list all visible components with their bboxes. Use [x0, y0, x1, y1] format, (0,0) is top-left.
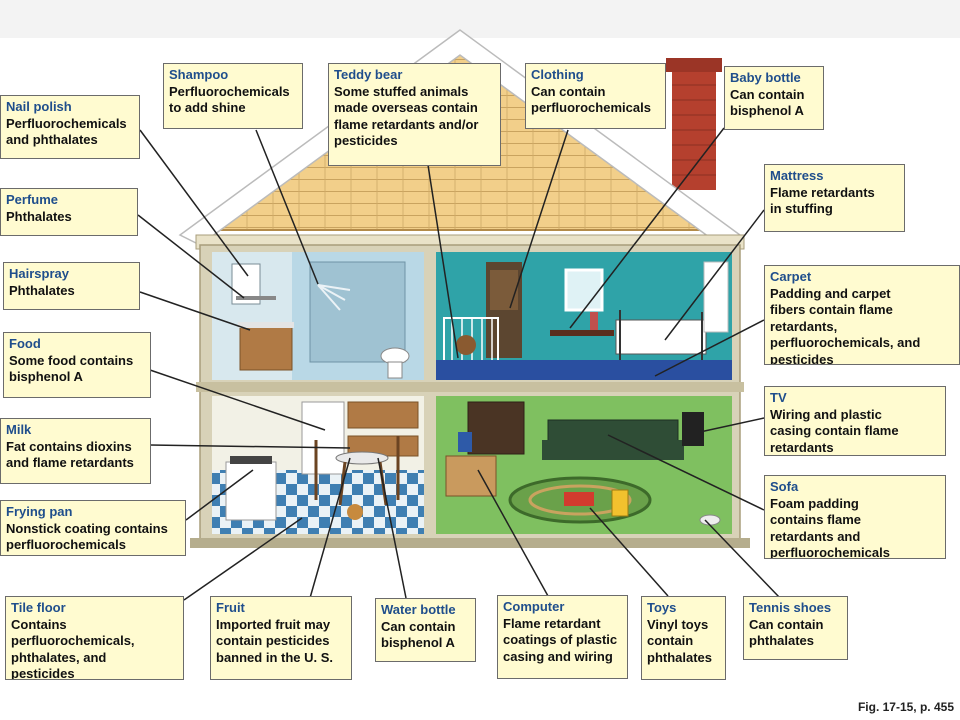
callout-shampoo-title: Shampoo: [169, 67, 229, 82]
callout-frying-pan-title: Frying pan: [6, 504, 73, 519]
callout-nail-polish-title: Nail polish: [6, 99, 72, 114]
callout-food-title: Food: [9, 336, 41, 351]
callout-tile-floor-title: Tile floor: [11, 600, 66, 615]
callout-tv: TV Wiring and plastic casing contain fla…: [764, 386, 946, 456]
callout-water-bottle-text: Can contain bisphenol A: [381, 618, 456, 651]
callout-carpet-title: Carpet: [770, 269, 812, 284]
callout-tile-floor-text: Contains perfluorochemicals, phthalates,…: [11, 616, 135, 680]
callout-teddy-bear: Teddy bear Some stuffed animals made ove…: [328, 63, 501, 166]
top-banner: [0, 0, 960, 38]
callout-fruit-title: Fruit: [216, 600, 245, 615]
callout-food: Food Some food contains bisphenol A: [3, 332, 151, 398]
chimney: [666, 58, 722, 190]
callout-mattress-text: Flame retardants in stuffing: [770, 184, 875, 217]
callout-clothing-title: Clothing: [531, 67, 584, 82]
kitchen: [212, 396, 424, 534]
callout-baby-bottle-title: Baby bottle: [730, 70, 801, 85]
callout-shampoo-text: Perfluorochemicals to add shine: [169, 83, 290, 116]
callout-tv-title: TV: [770, 390, 787, 405]
callout-shampoo: Shampoo Perfluorochemicals to add shine: [163, 63, 303, 129]
callout-nail-polish-text: Perfluorochemicals and phthalates: [6, 115, 127, 148]
callout-sofa-text: Foam padding contains flame retardants a…: [770, 495, 890, 559]
callout-toys-text: Vinyl toys contain phthalates: [647, 616, 713, 665]
callout-clothing-text: Can contain perfluorochemicals: [531, 83, 651, 116]
callout-mattress: Mattress Flame retardants in stuffing: [764, 164, 905, 232]
callout-water-bottle-title: Water bottle: [381, 602, 456, 617]
callout-computer-title: Computer: [503, 599, 565, 614]
callout-frying-pan-text: Nonstick coating contains perfluorochemi…: [6, 520, 168, 553]
callout-mattress-title: Mattress: [770, 168, 824, 183]
callout-sofa: Sofa Foam padding contains flame retarda…: [764, 475, 946, 559]
callout-frying-pan: Frying pan Nonstick coating contains per…: [0, 500, 186, 556]
callout-perfume-title: Perfume: [6, 192, 59, 207]
callout-baby-bottle: Baby bottle Can contain bisphenol A: [724, 66, 824, 130]
callout-hairspray-text: Phthalates: [9, 282, 75, 298]
callout-nail-polish: Nail polish Perfluorochemicals and phtha…: [0, 95, 140, 159]
callout-clothing: Clothing Can contain perfluorochemicals: [525, 63, 666, 129]
figure-reference: Fig. 17-15, p. 455: [857, 700, 954, 714]
callout-milk: Milk Fat contains dioxins and flame reta…: [0, 418, 151, 484]
callout-tennis-shoes-text: Can contain phthalates: [749, 616, 824, 649]
callout-tennis-shoes: Tennis shoes Can contain phthalates: [743, 596, 848, 660]
callout-computer: Computer Flame retardant coatings of pla…: [497, 595, 628, 679]
callout-toys: Toys Vinyl toys contain phthalates: [641, 596, 726, 680]
callout-tennis-shoes-title: Tennis shoes: [749, 600, 832, 615]
callout-fruit-text: Imported fruit may contain pesticides ba…: [216, 616, 334, 665]
leader-lines: [137, 127, 781, 601]
callout-perfume-text: Phthalates: [6, 208, 72, 224]
callout-teddy-bear-title: Teddy bear: [334, 67, 403, 82]
callout-baby-bottle-text: Can contain bisphenol A: [730, 86, 805, 119]
bathroom: [212, 252, 424, 380]
callout-carpet: Carpet Padding and carpet fibers contain…: [764, 265, 960, 365]
callout-sofa-title: Sofa: [770, 479, 799, 494]
callout-teddy-bear-text: Some stuffed animals made overseas conta…: [334, 83, 479, 149]
callout-computer-text: Flame retardant coatings of plastic casi…: [503, 615, 618, 664]
callout-perfume: Perfume Phthalates: [0, 188, 138, 236]
callout-food-text: Some food contains bisphenol A: [9, 352, 134, 385]
callout-tile-floor: Tile floor Contains perfluorochemicals, …: [5, 596, 184, 680]
callout-hairspray: Hairspray Phthalates: [3, 262, 140, 310]
callout-milk-text: Fat contains dioxins and flame retardant…: [6, 438, 134, 471]
callout-fruit: Fruit Imported fruit may contain pestici…: [210, 596, 352, 680]
callout-milk-title: Milk: [6, 422, 32, 437]
callout-tv-text: Wiring and plastic casing contain flame …: [770, 406, 899, 455]
callout-toys-title: Toys: [647, 600, 677, 615]
nursery: [436, 252, 732, 380]
callout-carpet-text: Padding and carpet fibers contain flame …: [770, 285, 921, 365]
callout-hairspray-title: Hairspray: [9, 266, 69, 281]
family-room: [436, 396, 732, 534]
callout-water-bottle: Water bottle Can contain bisphenol A: [375, 598, 476, 662]
